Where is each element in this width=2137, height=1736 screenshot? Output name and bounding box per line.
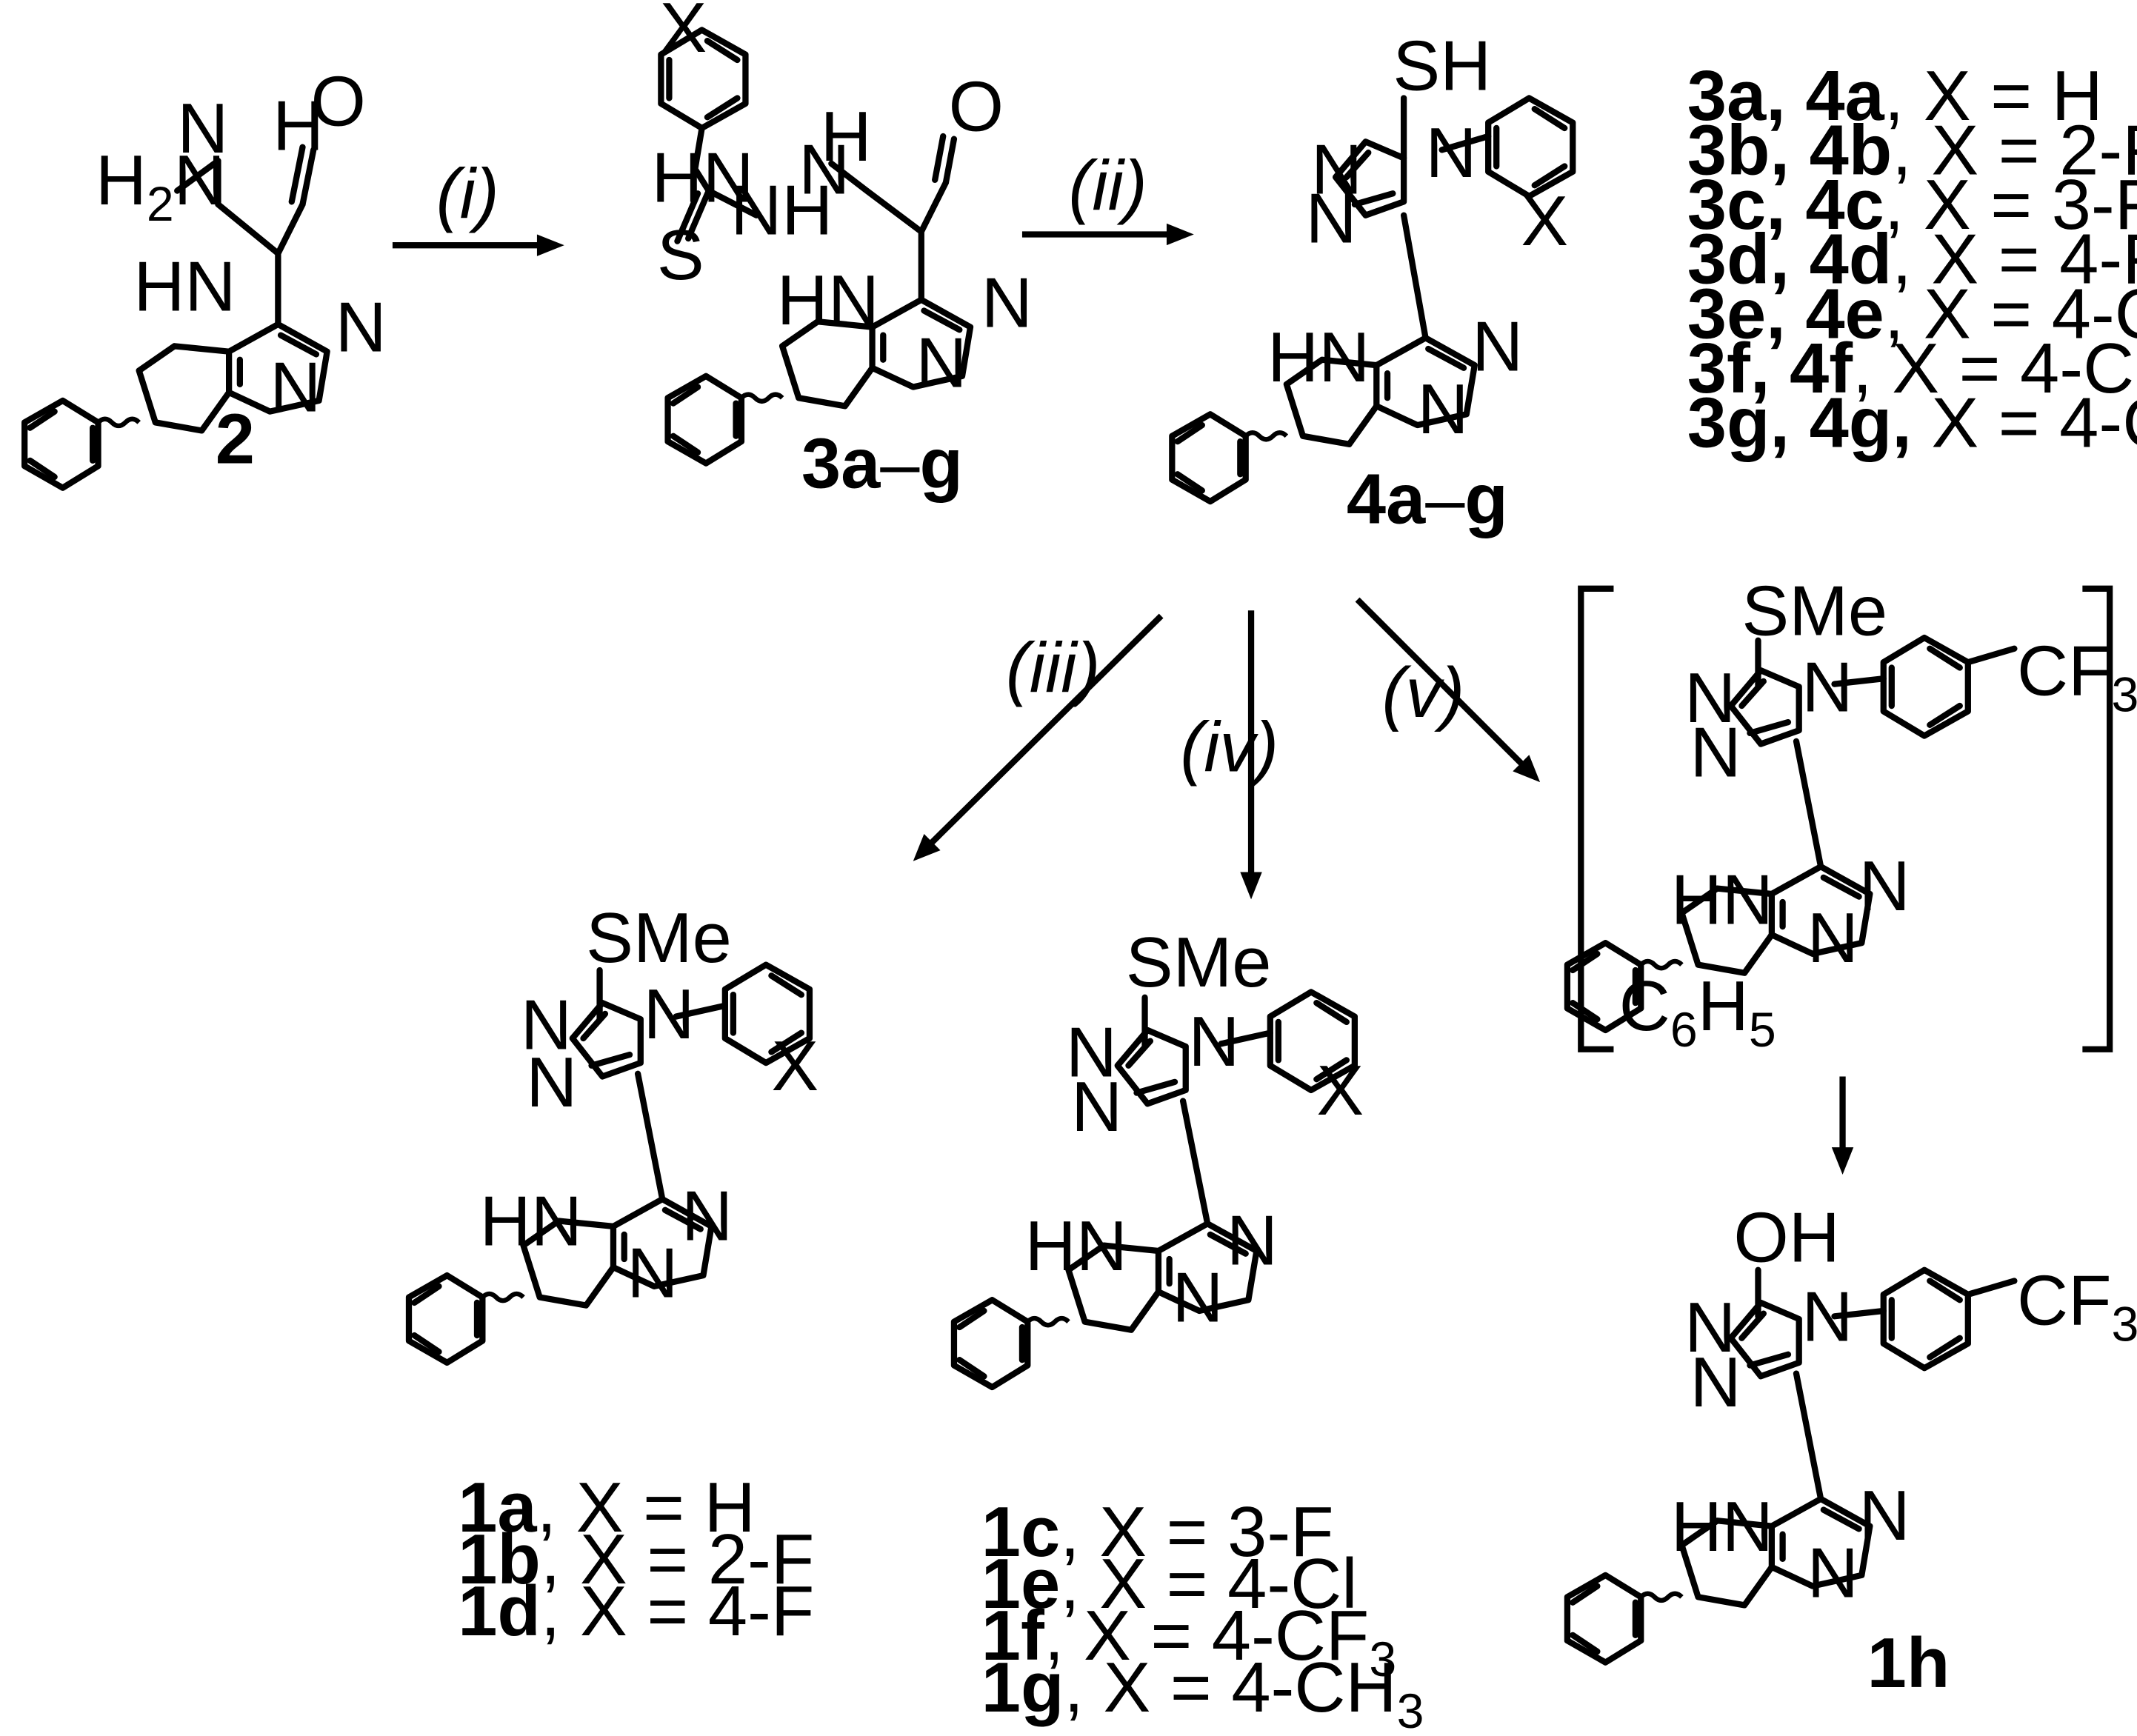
compound-label-4: 4a–g — [1347, 460, 1508, 539]
intermediate-structure: SMe CF3 N N N HN N N C6H5 — [1567, 571, 2137, 1058]
atom-SMe: SMe — [1741, 571, 1887, 650]
atom-N: N — [1066, 1013, 1117, 1092]
substituent-row: 1g, X = 4-CH3 — [981, 1648, 1424, 1736]
atom-N: N — [1426, 113, 1477, 193]
compound-label-1h: 1h — [1867, 1623, 1950, 1703]
atom-O: O — [311, 61, 366, 141]
atom-N: N — [177, 89, 228, 168]
atom-X: X — [771, 1026, 819, 1106]
atom-HN: HN — [777, 261, 879, 340]
atom-CF3: CF3 — [2017, 631, 2137, 722]
atom-S: S — [657, 216, 704, 295]
substituent-row: 3e, 4e, X = 4-Cl — [1687, 274, 2137, 353]
substituent-row: 1e, X = 4-Cl — [981, 1544, 1358, 1623]
atom-SMe: SMe — [1126, 923, 1272, 1002]
reaction-arrow-to-1h — [1831, 1076, 1854, 1175]
atom-N: N — [1801, 647, 1853, 727]
atom-HN: HN — [1671, 1487, 1773, 1566]
condition-ii: (ii) — [1069, 146, 1147, 225]
atom-SMe: SMe — [586, 898, 732, 978]
condition-i: (i) — [436, 154, 499, 233]
substituent-list-1-left: 1a, X = H1b, X = 2-F1d, X = 4-F — [458, 1468, 814, 1651]
substituent-row: 1a, X = H — [458, 1468, 755, 1547]
atom-N: N — [1418, 370, 1469, 449]
atom-N: N — [1684, 658, 1736, 738]
atom-HN: HN — [1025, 1206, 1127, 1286]
compound-label-3: 3a–g — [801, 424, 963, 504]
atom-N: N — [336, 288, 387, 367]
atom-NH: NH — [730, 170, 833, 250]
reaction-arrow-iii: (iii) — [913, 613, 1164, 861]
atom-HN: HN — [133, 247, 236, 326]
atom-HN: HN — [651, 138, 753, 217]
atom-H: H — [273, 86, 324, 165]
atom-N: N — [1859, 847, 1910, 926]
atom-N: N — [1690, 713, 1741, 792]
atom-X: X — [660, 0, 707, 67]
substituent-row: 3a, 4a, X = H — [1687, 56, 2103, 136]
atom-N: N — [1172, 1258, 1223, 1338]
atom-C6H5: C6H5 — [1619, 967, 1776, 1058]
atom-H2N: H2N — [96, 141, 225, 232]
atom-N: N — [270, 348, 321, 427]
substituent-row: 1b, X = 2-F — [458, 1520, 814, 1599]
compound-2-structure: H O N H2N HN N N — [24, 61, 387, 487]
atom-N: N — [1807, 1533, 1858, 1612]
condition-v: (v) — [1382, 653, 1465, 732]
substituent-row: 3f, 4f, X = 4-CF3 — [1687, 329, 2137, 420]
atom-CF3: CF3 — [2017, 1261, 2137, 1352]
substituent-list-3-4: 3a, 4a, X = H3b, 4b, X = 2-F3c, 4c, X = … — [1687, 56, 2137, 474]
reaction-arrow-i: (i) — [392, 154, 564, 256]
compound-label-2: 2 — [216, 400, 255, 479]
substituent-row: 3c, 4c, X = 3-F — [1687, 165, 2137, 244]
atom-N: N — [526, 1043, 577, 1122]
compound-1-middle-structure: SMe N N N X HN N N — [954, 923, 1364, 1387]
substituent-row: 1d, X = 4-F — [458, 1572, 814, 1651]
atom-N: N — [521, 986, 572, 1065]
atom-N: N — [1311, 130, 1362, 209]
atom-N: N — [1801, 1277, 1853, 1356]
substituent-row: 3g, 4g, X = 4-CH3 — [1687, 383, 2137, 474]
atom-O: O — [949, 67, 1004, 147]
atom-SH: SH — [1393, 26, 1491, 105]
atom-N: N — [681, 1176, 733, 1255]
atom-N: N — [1472, 307, 1523, 386]
atom-X: X — [1521, 181, 1568, 261]
substituent-row: 1c, X = 3-F — [981, 1492, 1334, 1572]
atom-N: N — [627, 1234, 678, 1313]
atom-N: N — [1859, 1476, 1910, 1555]
atom-N: N — [1807, 898, 1858, 978]
reaction-arrow-v: (v) — [1355, 597, 1541, 783]
compound-3-structure: X H N O HN NH S HN N N — [651, 0, 1033, 464]
atom-N: N — [916, 324, 967, 403]
atom-N: N — [643, 975, 694, 1054]
atom-N: N — [1071, 1067, 1122, 1146]
compound-1-left-structure: SMe N N N X HN N N — [409, 898, 819, 1363]
atom-N: N — [1227, 1201, 1278, 1280]
atom-OH: OH — [1733, 1198, 1839, 1278]
reaction-arrow-iv: (iv) — [1180, 610, 1278, 900]
compound-4-structure: SH N N N X HN N N — [1172, 26, 1573, 501]
atom-N: N — [1684, 1288, 1736, 1367]
condition-iii: (iii) — [1006, 629, 1100, 708]
atom-HN: HN — [1671, 860, 1773, 939]
reaction-arrow-ii: (ii) — [1021, 146, 1194, 246]
compound-1h-structure: OH CF3 N N N HN N N — [1567, 1198, 2137, 1663]
atom-N: N — [799, 130, 850, 209]
atom-X: X — [1316, 1051, 1364, 1130]
atom-H: H — [821, 97, 872, 176]
substituent-row: 3b, 4b, X = 2-F — [1687, 111, 2137, 190]
atom-HN: HN — [480, 1182, 582, 1261]
intermediate-bracket — [1578, 585, 2113, 1052]
substituent-row: 1f, X = 4-CF3 — [981, 1596, 1396, 1687]
atom-N: N — [1188, 1002, 1239, 1081]
condition-iv: (iv) — [1180, 707, 1278, 787]
atom-N: N — [981, 264, 1033, 343]
atom-HN: HN — [1267, 318, 1370, 397]
substituent-row: 3d, 4d, X = 4-F — [1687, 220, 2137, 299]
atom-N: N — [1690, 1343, 1741, 1422]
atom-N: N — [1306, 178, 1357, 258]
